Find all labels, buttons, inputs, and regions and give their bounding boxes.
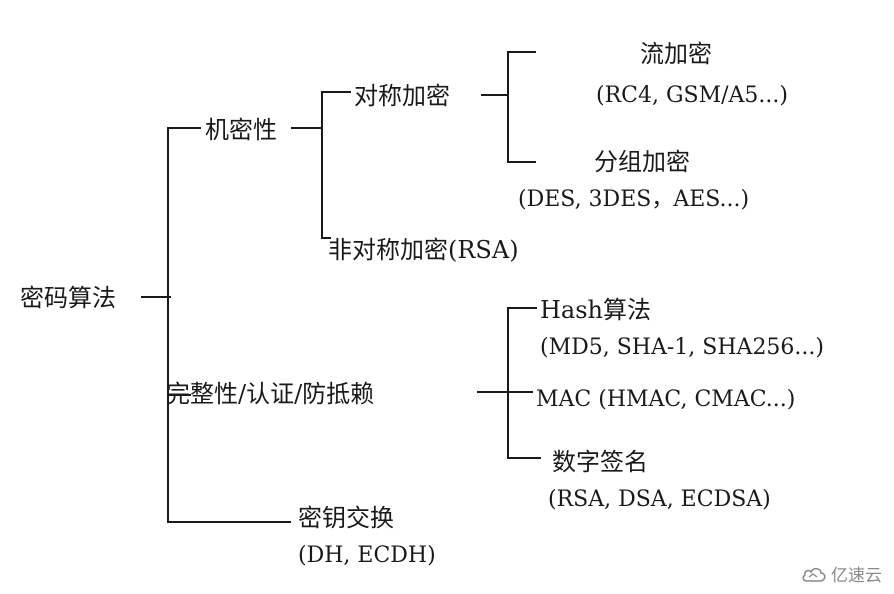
block-cipher-label: 分组加密 — [594, 148, 690, 176]
confidentiality-node-label: 机密性 — [205, 116, 277, 144]
watermark-text: 亿速云 — [831, 566, 882, 586]
key-exchange-node-label: 密钥交换 — [298, 504, 394, 532]
stream-cipher-examples: (RC4, GSM/A5...) — [596, 83, 788, 108]
signature-node-label: 数字签名 — [552, 448, 648, 476]
hash-examples: (MD5, SHA-1, SHA256...) — [540, 335, 824, 360]
integrity-node-label: 完整性/认证/防抵赖 — [166, 380, 375, 408]
cloud-logo-icon — [802, 567, 826, 582]
symmetric-node-label: 对称加密 — [354, 82, 450, 110]
root-node-label: 密码算法 — [20, 284, 116, 312]
watermark: 亿速云 — [801, 561, 882, 586]
block-cipher-examples: (DES, 3DES，AES...) — [518, 187, 750, 212]
asymmetric-node-label: 非对称加密(RSA) — [328, 236, 519, 264]
hash-node-label: Hash算法 — [540, 296, 652, 324]
stream-cipher-label: 流加密 — [640, 40, 712, 68]
key-exchange-examples: (DH, ECDH) — [298, 543, 436, 568]
signature-examples: (RSA, DSA, ECDSA) — [548, 487, 771, 512]
mac-node-label: MAC (HMAC, CMAC...) — [536, 387, 796, 412]
